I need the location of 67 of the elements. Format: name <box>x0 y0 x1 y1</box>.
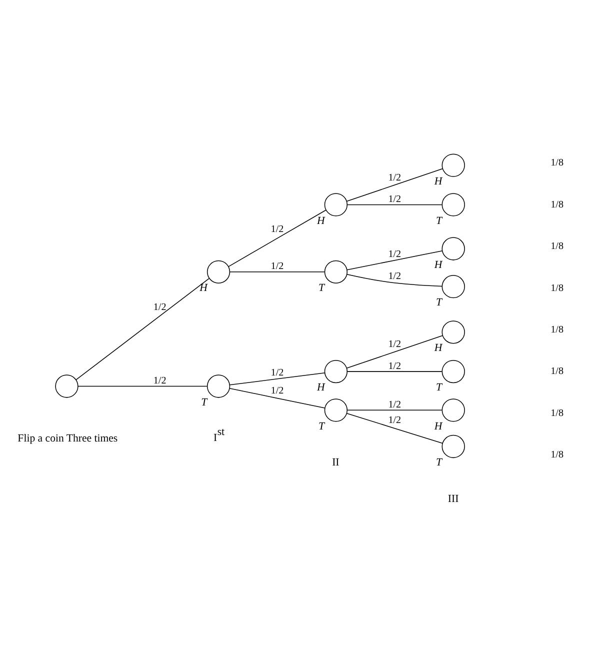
connector <box>228 210 326 267</box>
node-label: H <box>434 258 442 271</box>
connector <box>229 372 326 386</box>
edge-label: 1/2 <box>270 368 284 379</box>
node-circle <box>442 275 465 298</box>
edge-label: 1/2 <box>388 172 402 184</box>
node-circle <box>442 237 465 260</box>
node-label: H <box>200 282 208 294</box>
node-circle <box>55 374 78 398</box>
edge-label: 1/2 <box>153 302 166 314</box>
label: 1/8 <box>550 324 564 336</box>
edge-label: 1/2 <box>388 399 402 410</box>
connector <box>346 250 443 270</box>
connector <box>229 388 326 408</box>
edge-label: 1/2 <box>388 339 402 350</box>
edge-label: 1/2 <box>153 375 166 386</box>
node-label: T <box>318 420 325 432</box>
connector <box>76 278 210 380</box>
node-circle <box>206 374 230 398</box>
node-label: H <box>434 342 442 354</box>
label: 1/8 <box>550 282 564 294</box>
connector <box>346 410 442 411</box>
edge-label: 1/2 <box>388 194 402 205</box>
label: 1/8 <box>550 199 564 210</box>
connector <box>346 371 442 372</box>
node-label: T <box>436 214 442 227</box>
node-circle <box>324 360 348 384</box>
node-circle <box>324 193 348 216</box>
node-circle <box>442 193 465 216</box>
edge-label: 1/2 <box>388 414 402 426</box>
connector <box>78 386 208 387</box>
node-circle <box>442 434 465 458</box>
node-label: T <box>318 282 325 294</box>
node-label: T <box>201 396 208 408</box>
edge-label: 1/2 <box>270 224 284 236</box>
node-circle <box>442 154 465 177</box>
label: II <box>332 456 340 469</box>
connector <box>346 274 442 287</box>
edge-label: 1/2 <box>388 360 402 372</box>
node-label: T <box>436 456 442 469</box>
node-circle <box>442 398 465 422</box>
node-circle <box>442 360 465 384</box>
connector <box>346 168 443 202</box>
node-label: H <box>434 420 442 432</box>
node-circle <box>442 320 465 344</box>
node-circle <box>206 260 230 284</box>
edge-label: 1/2 <box>388 248 402 260</box>
label: Flip a coin Three times <box>18 432 118 445</box>
connector <box>346 204 442 206</box>
label: 1/8 <box>550 408 564 419</box>
node-label: H <box>434 175 442 188</box>
edge-label: 1/2 <box>270 385 284 396</box>
label: 1/8 <box>550 366 564 378</box>
edge-label: 1/2 <box>270 261 284 272</box>
node-label: H <box>317 382 325 394</box>
label: 1/8 <box>550 450 564 461</box>
node-label: T <box>436 296 442 309</box>
connector <box>346 335 443 368</box>
edge-label: 1/2 <box>388 271 402 282</box>
label: 1/8 <box>550 158 564 169</box>
node-circle <box>324 398 348 422</box>
node-circle <box>324 260 348 284</box>
node-label: H <box>317 214 325 227</box>
label: III <box>448 492 459 505</box>
node-label: T <box>436 382 442 394</box>
label: 1/8 <box>550 241 564 252</box>
connector <box>346 412 443 444</box>
